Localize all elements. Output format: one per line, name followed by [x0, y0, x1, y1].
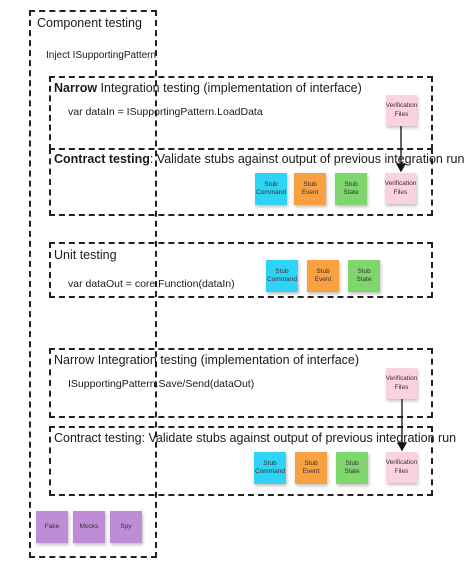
stub-command-note-3: Stub Command — [254, 452, 286, 484]
mocks-note: Mocks — [73, 511, 105, 543]
mocks-label: Mocks — [79, 522, 99, 530]
stub-event-label-3: Stub Event — [302, 459, 320, 475]
verification-files-note-3: Verification Files — [386, 368, 417, 399]
verification-files-label-2: Verification Files — [384, 180, 417, 196]
contract-testing-box-bottom — [49, 426, 433, 496]
stub-command-note-1: Stub Command — [255, 173, 287, 205]
verification-files-note-4: Verification Files — [386, 452, 417, 483]
narrow-integration-title-bottom: Narrow Integration testing (implementati… — [54, 353, 360, 367]
contract-testing-box-top — [49, 148, 433, 216]
stub-command-label-3: Stub Command — [255, 459, 285, 475]
stub-state-note-3: Stub State — [336, 452, 368, 484]
unit-testing-title: Unit testing — [54, 248, 117, 262]
stub-state-label-2: Stub State — [356, 267, 372, 283]
stub-command-label-2: Stub Command — [267, 267, 297, 283]
load-data-code: var dataIn = ISupportingPattern.LoadData — [68, 106, 263, 118]
contract-testing-title-bold: Contract testing — [54, 152, 150, 166]
inject-label: Inject ISupportingPattern — [46, 50, 157, 61]
unit-testing-box — [49, 242, 433, 298]
component-testing-frame — [29, 10, 157, 558]
save-send-code: ISupportingPattern.Save/Send(dataOut) — [68, 378, 255, 390]
stub-event-label-2: Stub Event — [314, 267, 332, 283]
stub-state-label-1: Stub State — [343, 180, 359, 196]
verification-files-note-1: Verification Files — [386, 95, 417, 126]
stub-state-note-2: Stub State — [348, 260, 380, 292]
fake-label: Fake — [44, 522, 60, 530]
stub-command-label-1: Stub Command — [256, 180, 286, 196]
stub-event-note-1: Stub Event — [294, 173, 326, 205]
spy-note: Spy — [110, 511, 142, 543]
stub-state-label-3: Stub State — [344, 459, 360, 475]
stub-event-label-1: Stub Event — [301, 180, 319, 196]
narrow-integration-box-bottom — [49, 348, 433, 418]
verification-files-note-2: Verification Files — [385, 173, 416, 204]
narrow-integration-title-top: Narrow Integration testing (implementati… — [54, 81, 362, 95]
fake-note: Fake — [36, 511, 68, 543]
spy-label: Spy — [120, 522, 132, 530]
verification-files-label-3: Verification Files — [385, 375, 418, 391]
contract-testing-title-bottom: Contract testing: Validate stubs against… — [54, 431, 457, 445]
verification-files-label-4: Verification Files — [385, 459, 418, 475]
verification-files-label-1: Verification Files — [385, 102, 418, 118]
core-function-code: var dataOut = core.Function(dataIn) — [68, 278, 235, 290]
stub-state-note-1: Stub State — [335, 173, 367, 205]
stub-event-note-2: Stub Event — [307, 260, 339, 292]
stub-event-note-3: Stub Event — [295, 452, 327, 484]
stub-command-note-2: Stub Command — [266, 260, 298, 292]
contract-testing-title-top: Contract testing: Validate stubs against… — [54, 152, 464, 166]
narrow-integration-title-rest: Integration testing (implementation of i… — [97, 81, 362, 95]
narrow-integration-title-bold: Narrow — [54, 81, 98, 95]
component-testing-title: Component testing — [37, 16, 142, 30]
contract-testing-title-rest: : Validate stubs against output of previ… — [149, 152, 465, 166]
